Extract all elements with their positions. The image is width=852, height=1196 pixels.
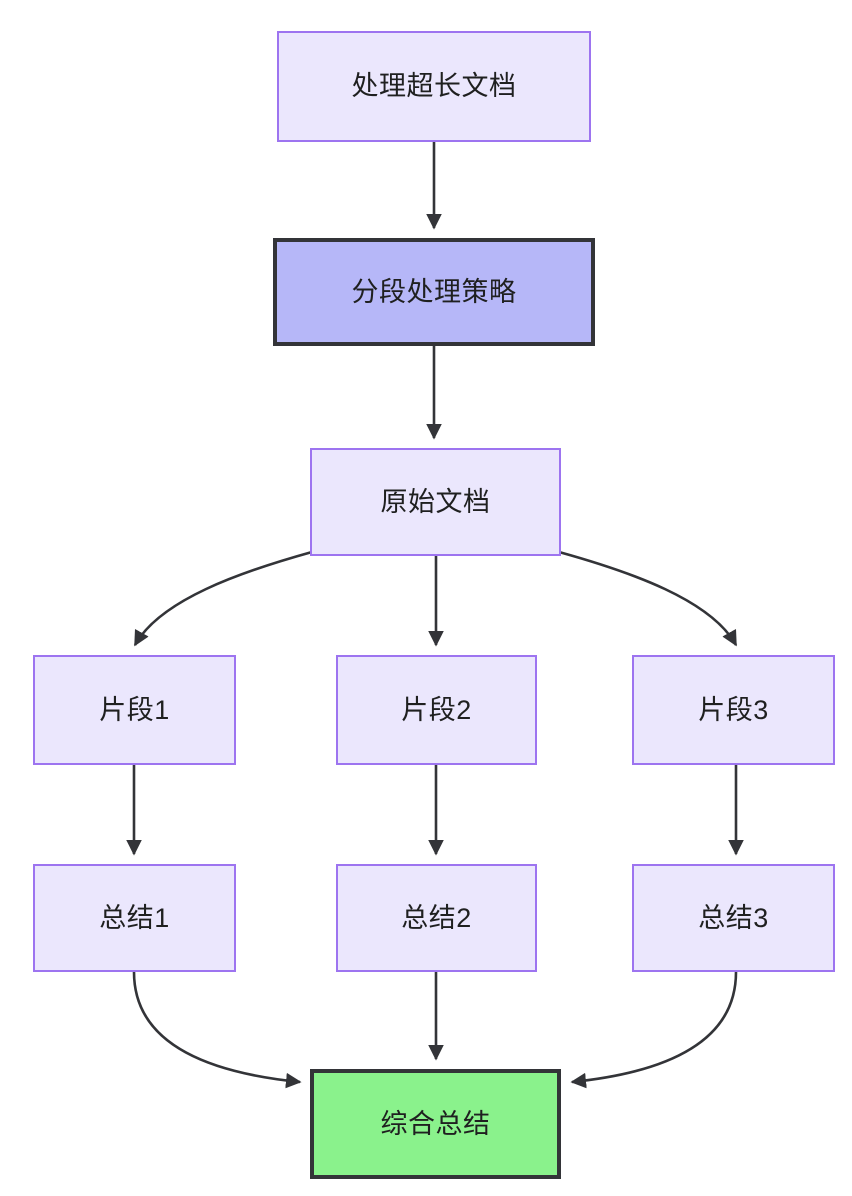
node-label: 分段处理策略 bbox=[351, 276, 517, 307]
edge-n3-n4 bbox=[133, 550, 313, 647]
node-process-long-document[interactable]: 处理超长文档 bbox=[277, 31, 591, 142]
node-label: 原始文档 bbox=[380, 486, 491, 517]
node-original-document[interactable]: 原始文档 bbox=[310, 448, 561, 556]
node-label: 综合总结 bbox=[380, 1108, 491, 1139]
node-fragment-2[interactable]: 片段2 bbox=[336, 655, 537, 765]
node-label: 片段3 bbox=[698, 694, 769, 725]
node-comprehensive-summary[interactable]: 综合总结 bbox=[310, 1069, 561, 1179]
edge-n9-n10 bbox=[570, 971, 738, 1089]
node-label: 总结3 bbox=[698, 902, 769, 933]
node-summary-1[interactable]: 总结1 bbox=[33, 864, 236, 972]
edge-n7-n10 bbox=[132, 971, 302, 1089]
node-fragment-1[interactable]: 片段1 bbox=[33, 655, 236, 765]
edge-n3-n6 bbox=[558, 550, 738, 647]
node-fragment-3[interactable]: 片段3 bbox=[632, 655, 835, 765]
node-label: 片段1 bbox=[99, 694, 170, 725]
node-label: 处理超长文档 bbox=[351, 71, 517, 102]
node-summary-2[interactable]: 总结2 bbox=[336, 864, 537, 972]
node-label: 片段2 bbox=[401, 694, 472, 725]
node-label: 总结2 bbox=[401, 902, 472, 933]
node-label: 总结1 bbox=[99, 902, 170, 933]
node-summary-3[interactable]: 总结3 bbox=[632, 864, 835, 972]
node-chunking-strategy[interactable]: 分段处理策略 bbox=[273, 238, 595, 346]
